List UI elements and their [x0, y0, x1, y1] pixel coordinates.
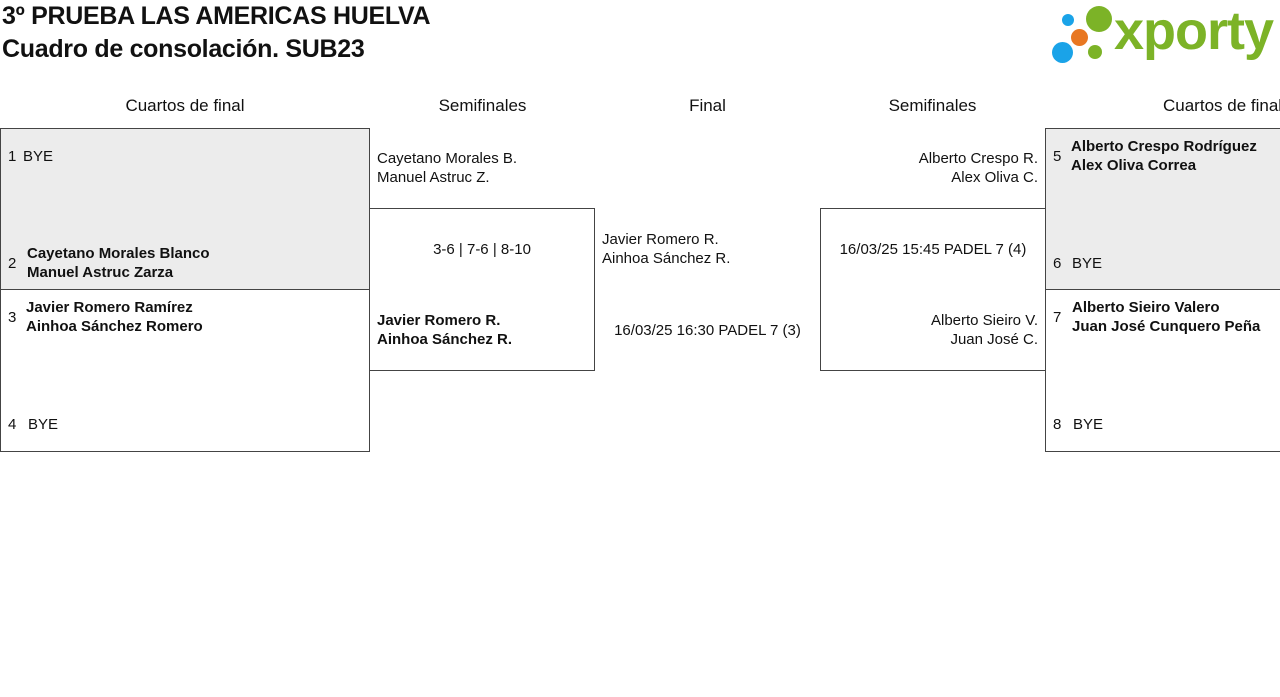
seed-number: 5 — [1053, 148, 1062, 165]
left-sf-top-player-1: Cayetano Morales B. — [377, 150, 518, 167]
logo-dot-blue-small — [1062, 14, 1074, 26]
team-player-1: Alberto Crespo Rodríguez — [1071, 138, 1257, 155]
team-player-1: Alberto Sieiro Valero — [1072, 299, 1220, 316]
right-sf-match[interactable]: 16/03/25 15:45 PADEL 7 (4) Alberto Sieir… — [820, 208, 1046, 371]
team-player-2: Alex Oliva Correa — [1071, 157, 1197, 174]
left-sf-bottom-player-2: Ainhoa Sánchez R. — [377, 331, 513, 348]
right-sf-bottom-player-2: Juan José C. — [950, 331, 1038, 348]
logo-dot-blue — [1052, 42, 1073, 63]
seed-number: 6 — [1053, 255, 1062, 272]
match-score: 3-6 | 7-6 | 8-10 — [433, 241, 531, 258]
seed-number: 4 — [8, 416, 17, 433]
right-qf-match-2[interactable]: 7 Alberto Sieiro Valero Juan José Cunque… — [1045, 289, 1280, 452]
seed-number: 1 — [8, 148, 17, 165]
team-player-2: Juan José Cunquero Peña — [1072, 318, 1261, 335]
round-header-left-qf: Cuartos de final — [125, 96, 245, 115]
team-name: BYE — [23, 148, 54, 165]
team-player-1: Cayetano Morales Blanco — [27, 245, 210, 262]
seed-number: 8 — [1053, 416, 1062, 433]
final-player-1: Javier Romero R. — [602, 231, 719, 248]
team-player-2: Ainhoa Sánchez Romero — [26, 318, 203, 335]
round-header-right-qf: Cuartos de final — [1163, 96, 1280, 115]
logo-dot-orange — [1071, 29, 1088, 46]
final-schedule: 16/03/25 16:30 PADEL 7 (3) — [614, 322, 801, 339]
round-header-left-sf: Semifinales — [438, 96, 527, 115]
right-qf-match-1[interactable]: 5 Alberto Crespo Rodríguez Alex Oliva Co… — [1045, 128, 1280, 290]
left-qf-match-2[interactable]: 3 Javier Romero Ramírez Ainhoa Sánchez R… — [0, 289, 370, 452]
right-sf-top-player-2: Alex Oliva C. — [951, 169, 1038, 186]
logo-dot-green-small — [1088, 45, 1102, 59]
left-sf-top-player-2: Manuel Astruc Z. — [377, 169, 490, 186]
right-sf-bottom-player-1: Alberto Sieiro V. — [930, 312, 1038, 329]
team-name: BYE — [28, 416, 59, 433]
match-schedule: 16/03/25 15:45 PADEL 7 (4) — [839, 241, 1027, 258]
team-name: BYE — [1072, 255, 1103, 272]
seed-number: 7 — [1053, 309, 1062, 326]
round-header-right-sf: Semifinales — [888, 96, 977, 115]
draw-subtitle: Cuadro de consolación. SUB23 — [2, 35, 365, 63]
round-header-final: Final — [689, 96, 726, 115]
team-player-1: Javier Romero Ramírez — [26, 299, 193, 316]
left-qf-match-1[interactable]: 1 BYE 2 Cayetano Morales Blanco Manuel A… — [0, 128, 370, 290]
final-player-2: Ainhoa Sánchez R. — [602, 250, 731, 267]
xporty-logo: xporty — [1050, 1, 1276, 66]
tournament-title: 3º PRUEBA LAS AMERICAS HUELVA — [2, 2, 431, 30]
seed-number: 3 — [8, 309, 17, 326]
left-sf-bottom-player-1: Javier Romero R. — [377, 312, 501, 329]
logo-wordmark: xporty — [1114, 1, 1274, 61]
team-name: BYE — [1073, 416, 1104, 433]
seed-number: 2 — [8, 255, 17, 272]
logo-dot-green — [1086, 6, 1112, 32]
left-sf-match[interactable]: 3-6 | 7-6 | 8-10 Javier Romero R. Ainhoa… — [369, 208, 595, 371]
right-sf-top-player-1: Alberto Crespo R. — [918, 150, 1038, 167]
team-player-2: Manuel Astruc Zarza — [27, 264, 174, 281]
